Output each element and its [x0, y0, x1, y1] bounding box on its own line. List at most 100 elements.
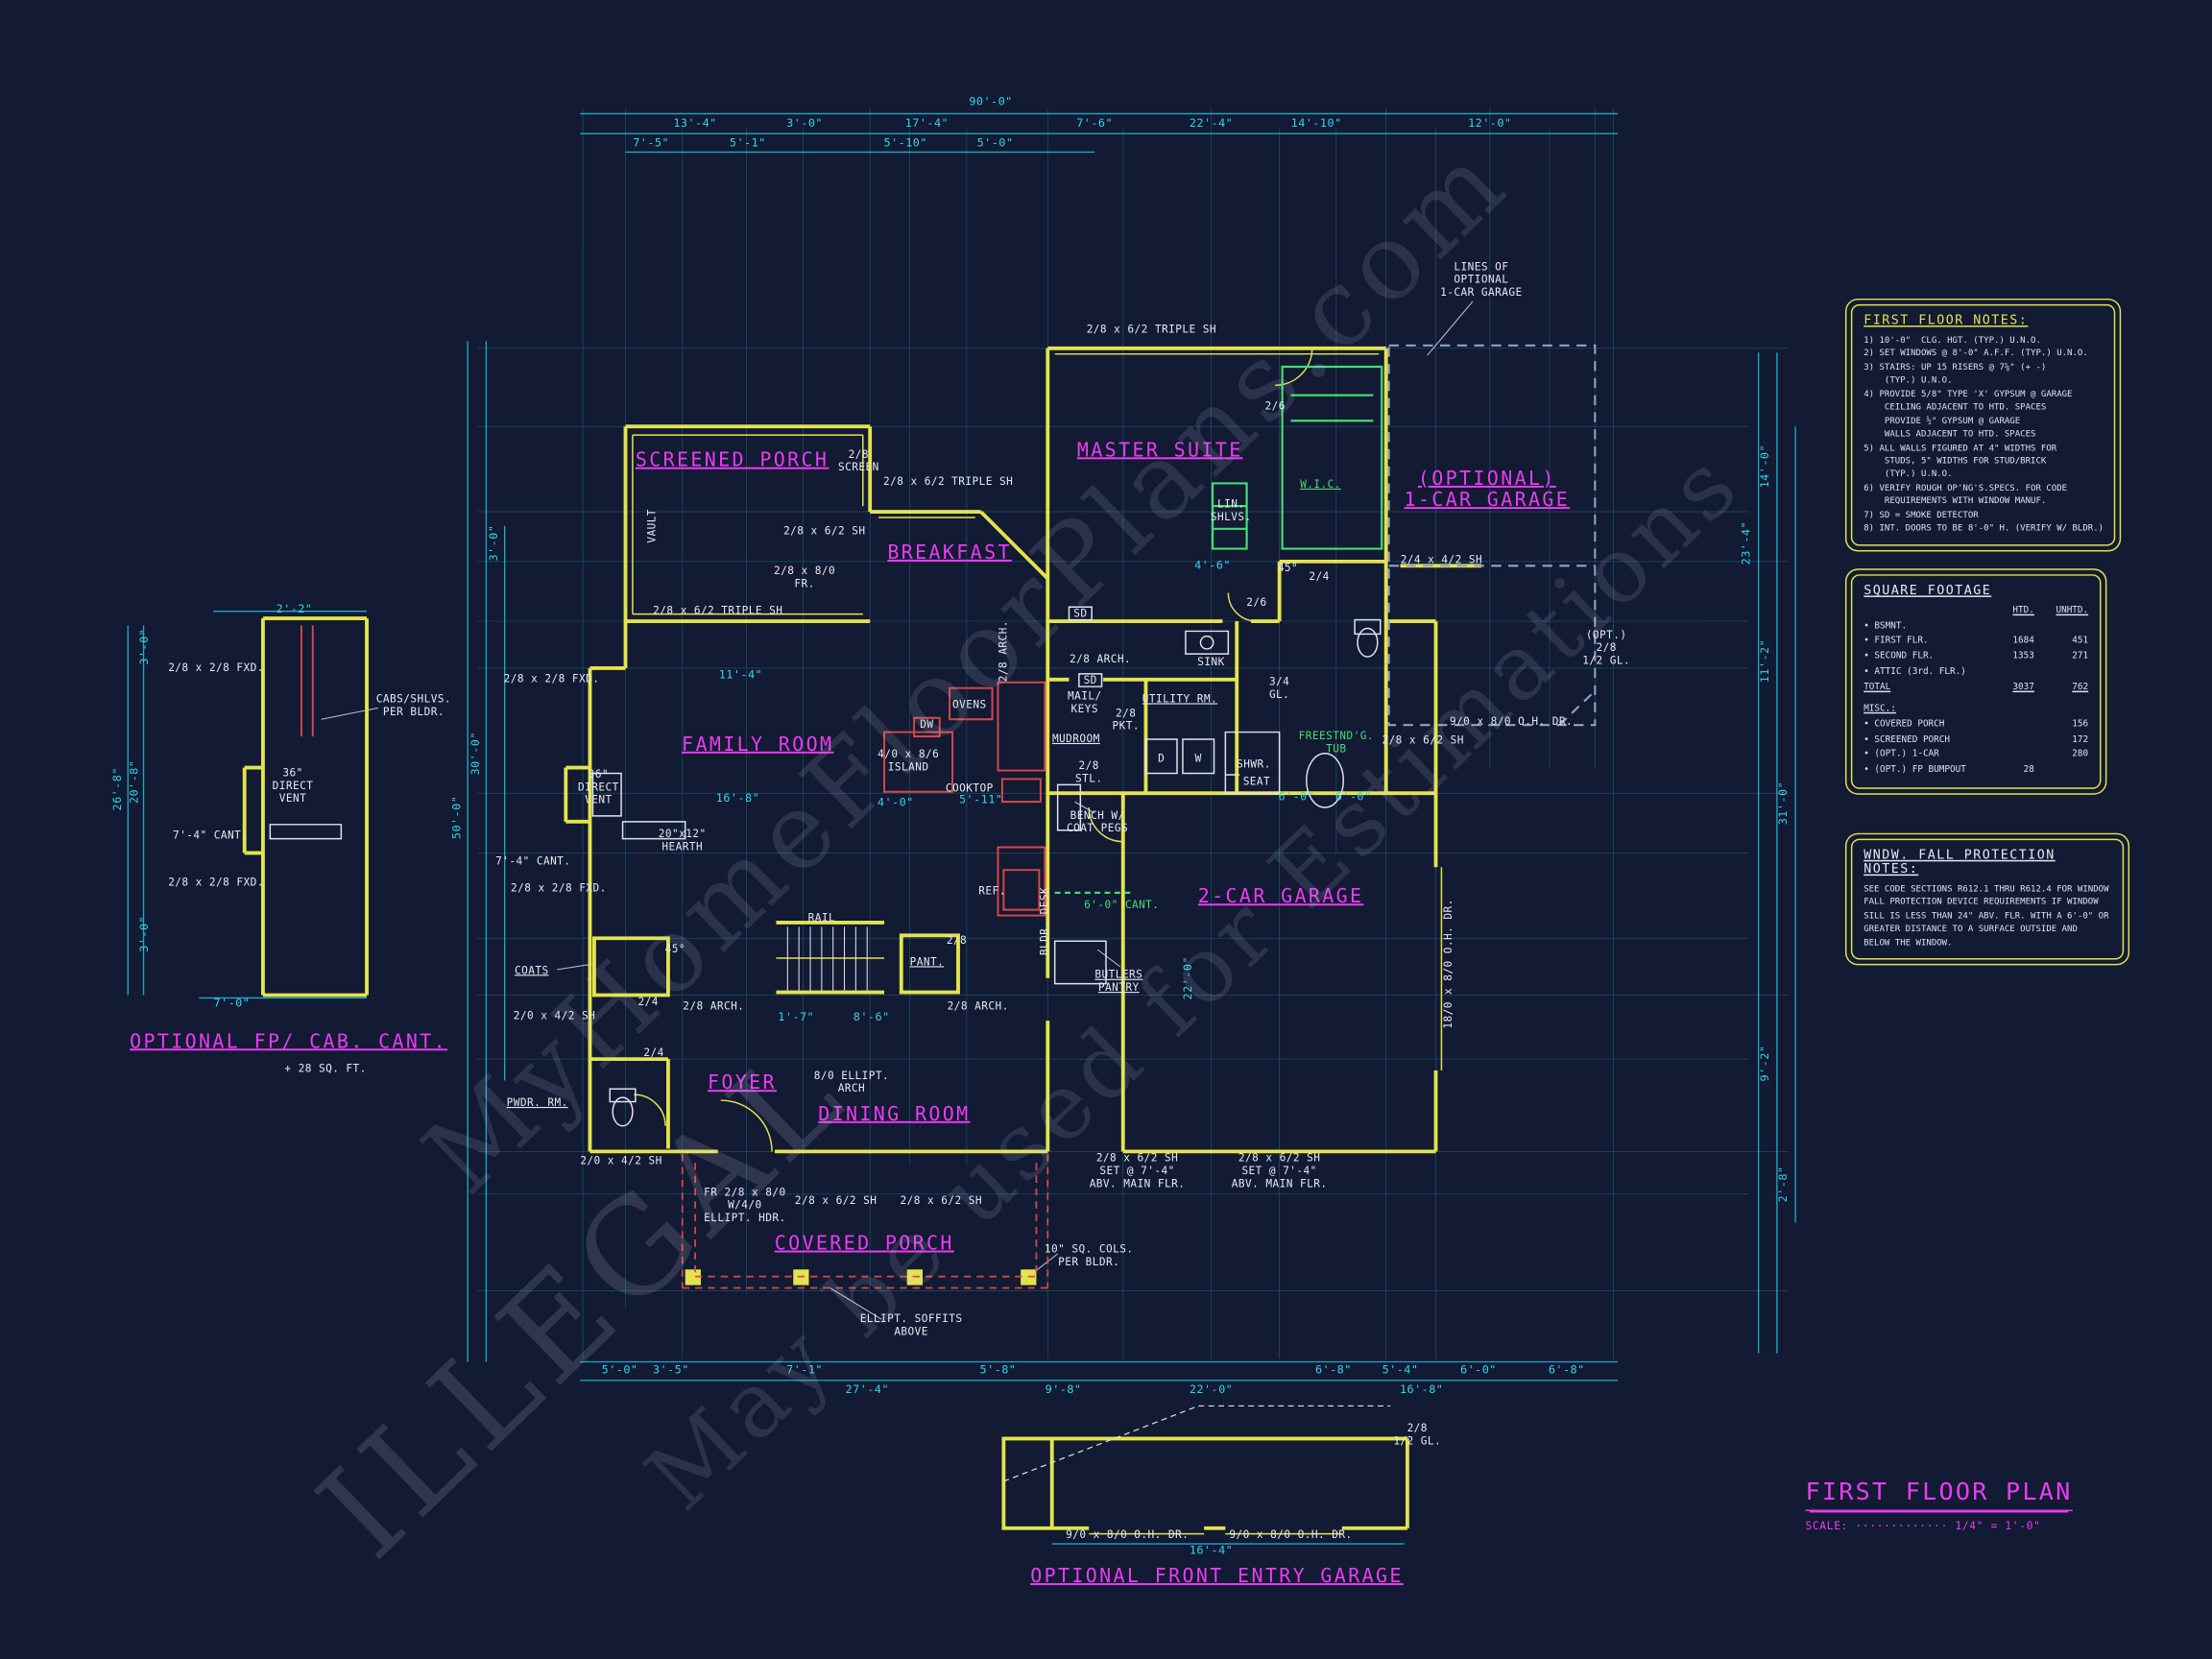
fall-protection-panel: WNDW. FALL PROTECTION NOTES: SEE CODE SE…: [1844, 832, 2130, 966]
sqft-cell: • FIRST FLR.: [1863, 636, 1929, 646]
room-label: OPTIONAL FP/ CAB. CANT.: [130, 1029, 447, 1052]
dimension-label: 3'-0": [137, 629, 151, 665]
dimension-label: 14'-0": [1758, 445, 1771, 488]
annotation-label: 45°: [665, 943, 685, 955]
dimension-label: 26'-8": [110, 767, 124, 810]
annotation-label: 2/8 x 6/2 SH: [795, 1194, 877, 1207]
annotation-label: W.I.C.: [1300, 478, 1341, 491]
annotation-label: SET @ 7'-4": [1241, 1165, 1316, 1177]
dimension-label: 22'-4": [1190, 116, 1233, 130]
dimension-label: 90'-0": [969, 95, 1012, 108]
annotation-label: 2/8: [1407, 1422, 1428, 1434]
fall-protection-body: SEE CODE SECTIONS R612.1 THRU R612.4 FOR…: [1863, 883, 2111, 950]
annotation-label: 1/2 GL.: [1393, 1434, 1441, 1447]
sqft-row: MISC.:: [1863, 703, 2088, 718]
note-line: (TYP.) U.N.O.: [1863, 469, 1953, 480]
sqft-cell: [1863, 604, 1991, 619]
annotation-label: 2/8 x 2/8 FXD.: [168, 876, 264, 888]
annotation-label: 2/8: [1079, 759, 1099, 772]
closet-shelving: [1054, 365, 1383, 894]
dimension-label: 6'-0": [1278, 790, 1314, 804]
sqft-cell: 3037: [2012, 682, 2034, 692]
dimension-label: 8'-6": [854, 1010, 890, 1023]
note-line: 3) STAIRS: UP 15 RISERS @ 7⅝" (+ -): [1863, 362, 2047, 373]
sheet-scale: SCALE: ············· 1/4" = 1'-0": [1805, 1519, 2041, 1533]
annotation-label: 6'-0" CANT.: [1084, 899, 1159, 911]
annotation-label: KEYS: [1071, 703, 1099, 715]
dimension-label: 11'-4": [719, 667, 762, 681]
annotation-label: DIRECT: [273, 780, 314, 792]
annotation-label: 2/4 x 4/2 SH: [1401, 553, 1482, 565]
annotation-label: (OPT.): [1586, 629, 1627, 641]
annotation-label: PER BLDR.: [1058, 1256, 1119, 1268]
dimension-label: 5'-0": [602, 1362, 638, 1376]
annotation-label: 2/8 ARCH.: [683, 999, 744, 1012]
sqft-cell: [1991, 748, 2033, 763]
annotation-label: DW: [920, 718, 933, 731]
room-label: DINING ROOM: [818, 1102, 970, 1125]
sqft-cell: [1991, 619, 2033, 635]
annotation-label: SHWR.: [1237, 758, 1271, 771]
annotation-label: 10" SQ. COLS.: [1045, 1242, 1134, 1255]
note-line: 7) SD = SMOKE DETECTOR: [1863, 510, 1979, 520]
sqft-cell: [1991, 718, 2033, 733]
annotation-label: TUB: [1326, 742, 1346, 755]
sqft-cell: [1991, 703, 2033, 718]
room-label: MASTER SUITE: [1077, 438, 1243, 461]
note-line: REQUIREMENTS WITH WINDOW MANUF.: [1863, 496, 2047, 507]
dimension-label: 9'-8": [1046, 1382, 1082, 1396]
annotation-label: 2/6: [1265, 399, 1286, 412]
annotation-label: PER BLDR.: [383, 706, 445, 718]
dimension-label: 5'-0": [977, 136, 1014, 150]
first-floor-notes-panel: FIRST FLOOR NOTES: 1) 10'-0" CLG. HGT. (…: [1844, 298, 2122, 551]
annotation-label: 2/6: [1246, 596, 1266, 609]
dimension-label: 6'-0": [1335, 790, 1372, 804]
annotation-label: 2/4: [643, 1046, 663, 1059]
annotation-label: 2/8 x 6/2 TRIPLE SH: [1087, 323, 1216, 335]
annotation-label: 2/8 ARCH.: [1070, 653, 1131, 665]
wall-details: [632, 348, 1443, 1535]
annotation-label: BLDR. DESK: [1038, 887, 1050, 955]
annotation-label: 2/8 x 6/2 TRIPLE SH: [653, 605, 782, 617]
annotation-label: FR 2/8 x 8/0: [704, 1186, 785, 1198]
annotation-label: ELLIPT. SOFFITS: [860, 1312, 963, 1325]
dimension-label: 13'-4": [673, 116, 716, 130]
annotation-label: 2/0 x 4/2 SH: [580, 1155, 661, 1167]
annotation-label: PKT.: [1112, 720, 1140, 733]
sqft-cell: 28: [2023, 764, 2034, 776]
annotation-label: FR.: [794, 578, 814, 590]
sqft-cell: • ATTIC (3rd. FLR.): [1863, 666, 1966, 677]
annotation-label: 4/0 x 8/6: [878, 748, 939, 760]
annotation-label: CABS/SHLVS.: [376, 692, 451, 705]
annotation-label: REF.: [978, 884, 1006, 897]
dimension-label: 3'-0": [786, 116, 823, 130]
annotation-label: 3/4: [1269, 676, 1289, 688]
dimension-label: 7'-6": [1076, 116, 1113, 130]
annotation-label: 2/0 x 4/2 SH: [514, 1010, 595, 1022]
annotation-label: SEAT: [1243, 775, 1271, 787]
annotation-label: LINES OF: [1454, 260, 1508, 273]
annotation-label: 36": [282, 766, 302, 779]
annotation-label: 2/8 x 6/2 SH: [1382, 733, 1463, 746]
annotation-label: 2/8 ARCH.: [997, 620, 1009, 682]
annotation-label: BENCH W/: [1070, 809, 1125, 822]
annotation-label: LIN.: [1217, 498, 1245, 511]
kitchen-fixtures: [300, 625, 1046, 917]
sqft-cell: 172: [2072, 733, 2089, 745]
note-line: 5) ALL WALLS FIGURED AT 4" WIDTHS FOR: [1863, 443, 2057, 453]
room-label: (OPTIONAL): [1418, 467, 1556, 490]
dimension-label: 11'-2": [1758, 639, 1771, 683]
dimension-label: 7'-0": [213, 996, 250, 1009]
note-line: STUDS, 5" WIDTHS FOR STUD/BRICK: [1863, 456, 2047, 467]
dimension-label: 14'-10": [1291, 116, 1342, 130]
dimension-label: 3'-0": [137, 916, 151, 952]
annotation-label: SINK: [1197, 656, 1225, 668]
dimension-label: 6'-8": [1315, 1362, 1352, 1376]
sqft-cell: • BSMNT.: [1863, 620, 1908, 631]
annotation-label: 2/8: [849, 448, 869, 461]
annotation-label: W/4/0: [728, 1199, 762, 1212]
